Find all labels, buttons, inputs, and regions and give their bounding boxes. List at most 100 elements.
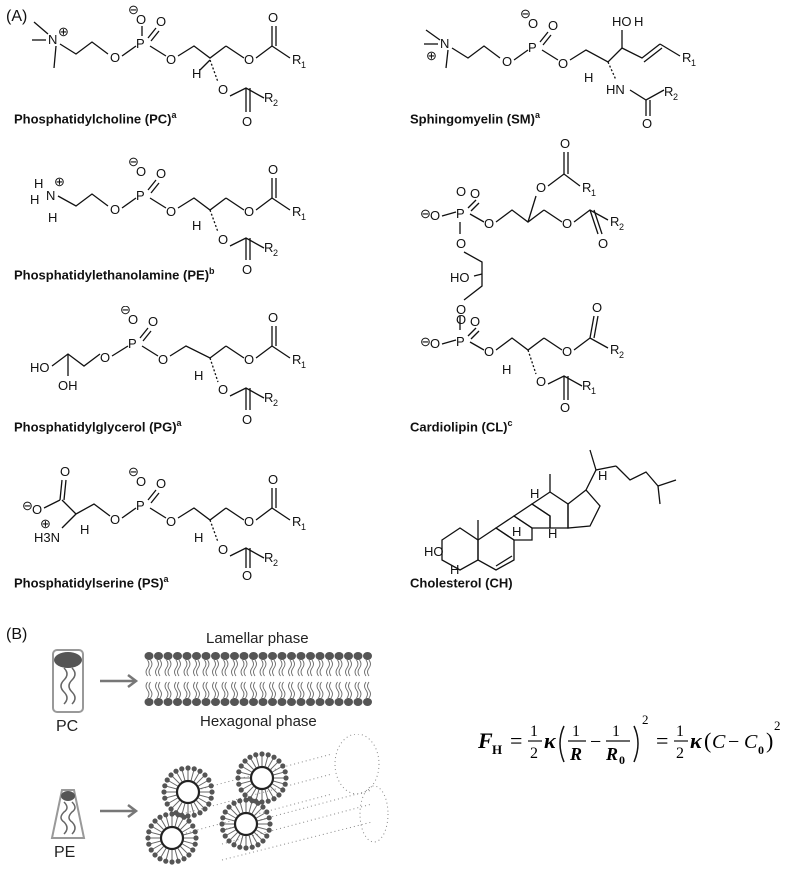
- lipid-head: [315, 698, 325, 706]
- micelle-tail: [177, 818, 184, 828]
- ps-o8: O: [242, 568, 252, 582]
- lipid-tail: [259, 681, 267, 699]
- sm-n-atom: N: [440, 36, 449, 51]
- eq-kappa: κ: [544, 728, 557, 753]
- micelle-head: [157, 814, 163, 820]
- micelle-tail: [267, 788, 274, 798]
- eq-minus-2: −: [728, 731, 739, 753]
- cl-o-a7: O: [562, 216, 572, 231]
- micelle-head: [191, 812, 197, 818]
- micelle-head: [255, 800, 261, 806]
- cl-minus-charge-2: ⊖: [420, 334, 431, 349]
- pg-p-atom: P: [128, 336, 137, 351]
- lipid-tail: [316, 681, 324, 699]
- pc-r1-sub: 1: [301, 60, 306, 70]
- micelle-head: [197, 810, 203, 816]
- lipid-head: [201, 652, 211, 660]
- ps-caption: Phosphatidylserine (PS)a: [14, 574, 169, 590]
- eq-r0: R: [605, 744, 618, 764]
- micelle-tail: [190, 803, 195, 814]
- lipid-head: [325, 698, 334, 706]
- pc-o1: O: [110, 50, 120, 65]
- cl-o-a4: O: [484, 216, 494, 231]
- lipid-head: [230, 652, 239, 660]
- ps-o5: O: [218, 542, 228, 557]
- micelle-tail: [168, 797, 178, 804]
- micelle-head: [164, 777, 170, 783]
- lipid-tail: [183, 659, 191, 677]
- micelle-head: [163, 858, 169, 864]
- lipid-tail: [345, 681, 352, 699]
- lamellar-phase-label: Lamellar phase: [206, 630, 309, 647]
- micelle-tail: [174, 849, 179, 860]
- lipid-head: [296, 652, 306, 660]
- pg-r1: R: [292, 352, 301, 367]
- micelle-head: [259, 799, 265, 805]
- micelle-head: [168, 772, 174, 778]
- micelle-head: [231, 800, 237, 806]
- lipid-head: [192, 652, 201, 660]
- micelle-head: [253, 752, 259, 758]
- cl-h-atom: H: [502, 362, 511, 377]
- micelle-head: [148, 847, 154, 853]
- lipid-tail: [250, 681, 257, 699]
- micelle-tail: [196, 776, 204, 784]
- cl-o-a2: O: [456, 184, 466, 199]
- pe-o7: O: [268, 162, 278, 177]
- ch-caption: Cholesterol (CH): [410, 574, 513, 590]
- micelle-tail: [257, 826, 268, 831]
- micelle-head: [220, 815, 226, 821]
- eq-f-sub: H: [492, 742, 502, 757]
- cl-p-atom-2: P: [456, 334, 465, 349]
- lipid-head: [211, 652, 220, 660]
- lipid-tail: [354, 681, 362, 699]
- micelle-head: [260, 838, 266, 844]
- lipid-head: [363, 698, 372, 706]
- micelle-head: [249, 844, 255, 850]
- lipid-head: [163, 652, 173, 660]
- pg-o2: O: [128, 312, 138, 327]
- ps-o2: O: [136, 474, 146, 489]
- eq-half-den: 2: [530, 745, 538, 762]
- micelle-tail: [234, 804, 241, 814]
- micelle-head: [209, 789, 215, 795]
- ch-h-14: H: [548, 526, 557, 541]
- pe-r1: R: [292, 204, 301, 219]
- lipid-head: [239, 652, 249, 660]
- lipid-tail: [250, 659, 257, 677]
- micelle-tail: [160, 818, 167, 828]
- ps-note: a: [163, 574, 169, 584]
- micelle-head: [208, 795, 214, 801]
- micelle-head: [206, 777, 212, 783]
- ch-ho: HO: [424, 544, 444, 559]
- pe-caption: Phosphatidylethanolamine (PE)b: [14, 266, 215, 282]
- cl-o-b2: O: [456, 312, 466, 327]
- lipid-tail: [259, 659, 267, 677]
- pc-note: a: [171, 110, 177, 120]
- lipid-head: [239, 698, 249, 706]
- pe-h-atom: H: [192, 218, 201, 233]
- micelle-head: [265, 798, 271, 804]
- sm-minus-charge: ⊖: [520, 6, 531, 21]
- pe-cone-shape: [48, 786, 88, 842]
- eq-half-num: 1: [530, 723, 538, 740]
- micelle-head: [226, 838, 232, 844]
- micelle-tail: [181, 770, 186, 781]
- pe-o6: O: [244, 204, 254, 219]
- ch-h-8: H: [530, 486, 539, 501]
- lipid-head: [268, 652, 277, 660]
- eq-r: R: [569, 744, 582, 764]
- micelle-tail: [180, 822, 188, 830]
- micelle-head: [169, 859, 175, 865]
- micelle-head: [220, 827, 226, 833]
- cl-name: Cardiolipin (CL): [410, 419, 508, 435]
- ps-name: Phosphatidylserine (PS): [14, 575, 164, 591]
- micelle-head: [222, 809, 228, 815]
- cl-o-b7: O: [562, 344, 572, 359]
- cl-r2-a: R: [610, 214, 619, 229]
- micelle-head: [222, 833, 228, 839]
- micelle-head: [175, 858, 181, 864]
- micelle-tail: [174, 816, 179, 827]
